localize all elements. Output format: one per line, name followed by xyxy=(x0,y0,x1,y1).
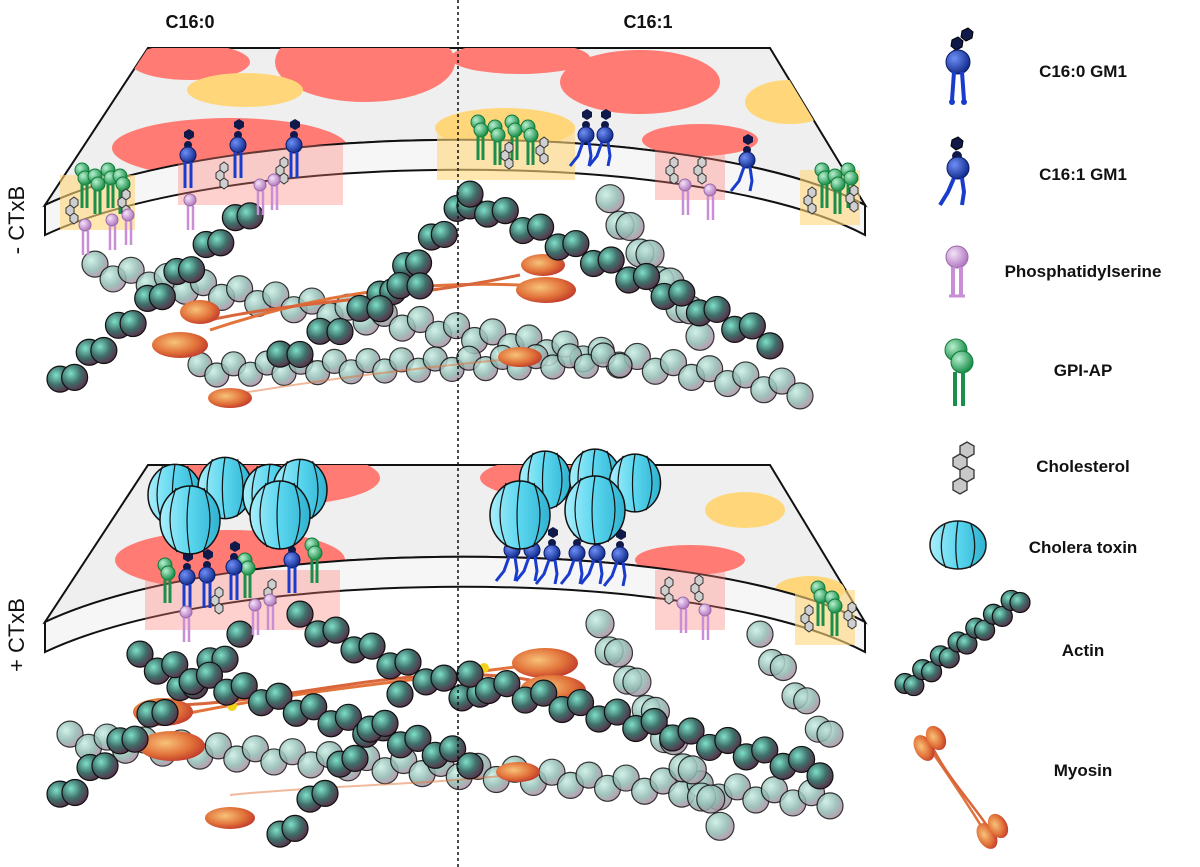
column-label-left: C16:0 xyxy=(165,12,214,32)
panel-without-toxin xyxy=(42,47,868,410)
column-label-right: C16:1 xyxy=(623,12,672,32)
cholera-toxin-clusters xyxy=(147,448,662,555)
gm1-unsaturated-icon xyxy=(938,136,970,207)
legend-label-c161-gm1: C16:1 GM1 xyxy=(1039,165,1127,184)
row-label-top: - CTxB xyxy=(4,186,29,254)
phosphatidylserine-icon xyxy=(945,245,969,298)
myosin-filaments xyxy=(152,254,576,408)
actin-filaments xyxy=(46,180,784,393)
panel-with-toxin xyxy=(42,448,868,848)
membrane-molecules xyxy=(157,524,857,642)
legend-label-gpi-ap: GPI-AP xyxy=(1054,361,1113,380)
actin-filaments-background xyxy=(81,184,814,410)
legend-label-myosin: Myosin xyxy=(1054,761,1113,780)
legend-label-c160-gm1: C16:0 GM1 xyxy=(1039,62,1127,81)
row-label-bottom: + CTxB xyxy=(4,598,29,672)
legend-label-phosphatidylserine: Phosphatidylserine xyxy=(1005,262,1162,281)
cholera-toxin-icon xyxy=(929,520,987,570)
myosin-icon xyxy=(913,725,1009,849)
legend-label-cholesterol: Cholesterol xyxy=(1036,457,1130,476)
legend-label-actin: Actin xyxy=(1062,641,1105,660)
actin-icon xyxy=(894,589,1031,697)
legend-label-cholera-toxin: Cholera toxin xyxy=(1029,538,1138,557)
gpi-ap-icon xyxy=(944,338,974,406)
membrane-molecules xyxy=(65,109,859,255)
actin-filaments xyxy=(46,600,834,848)
legend: C16:0 GM1 C16:1 GM1 Phosphatidylserine G… xyxy=(894,27,1162,849)
gm1-saturated-icon xyxy=(945,27,974,105)
actin-filaments-background xyxy=(56,609,844,841)
cholesterol-icon xyxy=(952,441,975,495)
